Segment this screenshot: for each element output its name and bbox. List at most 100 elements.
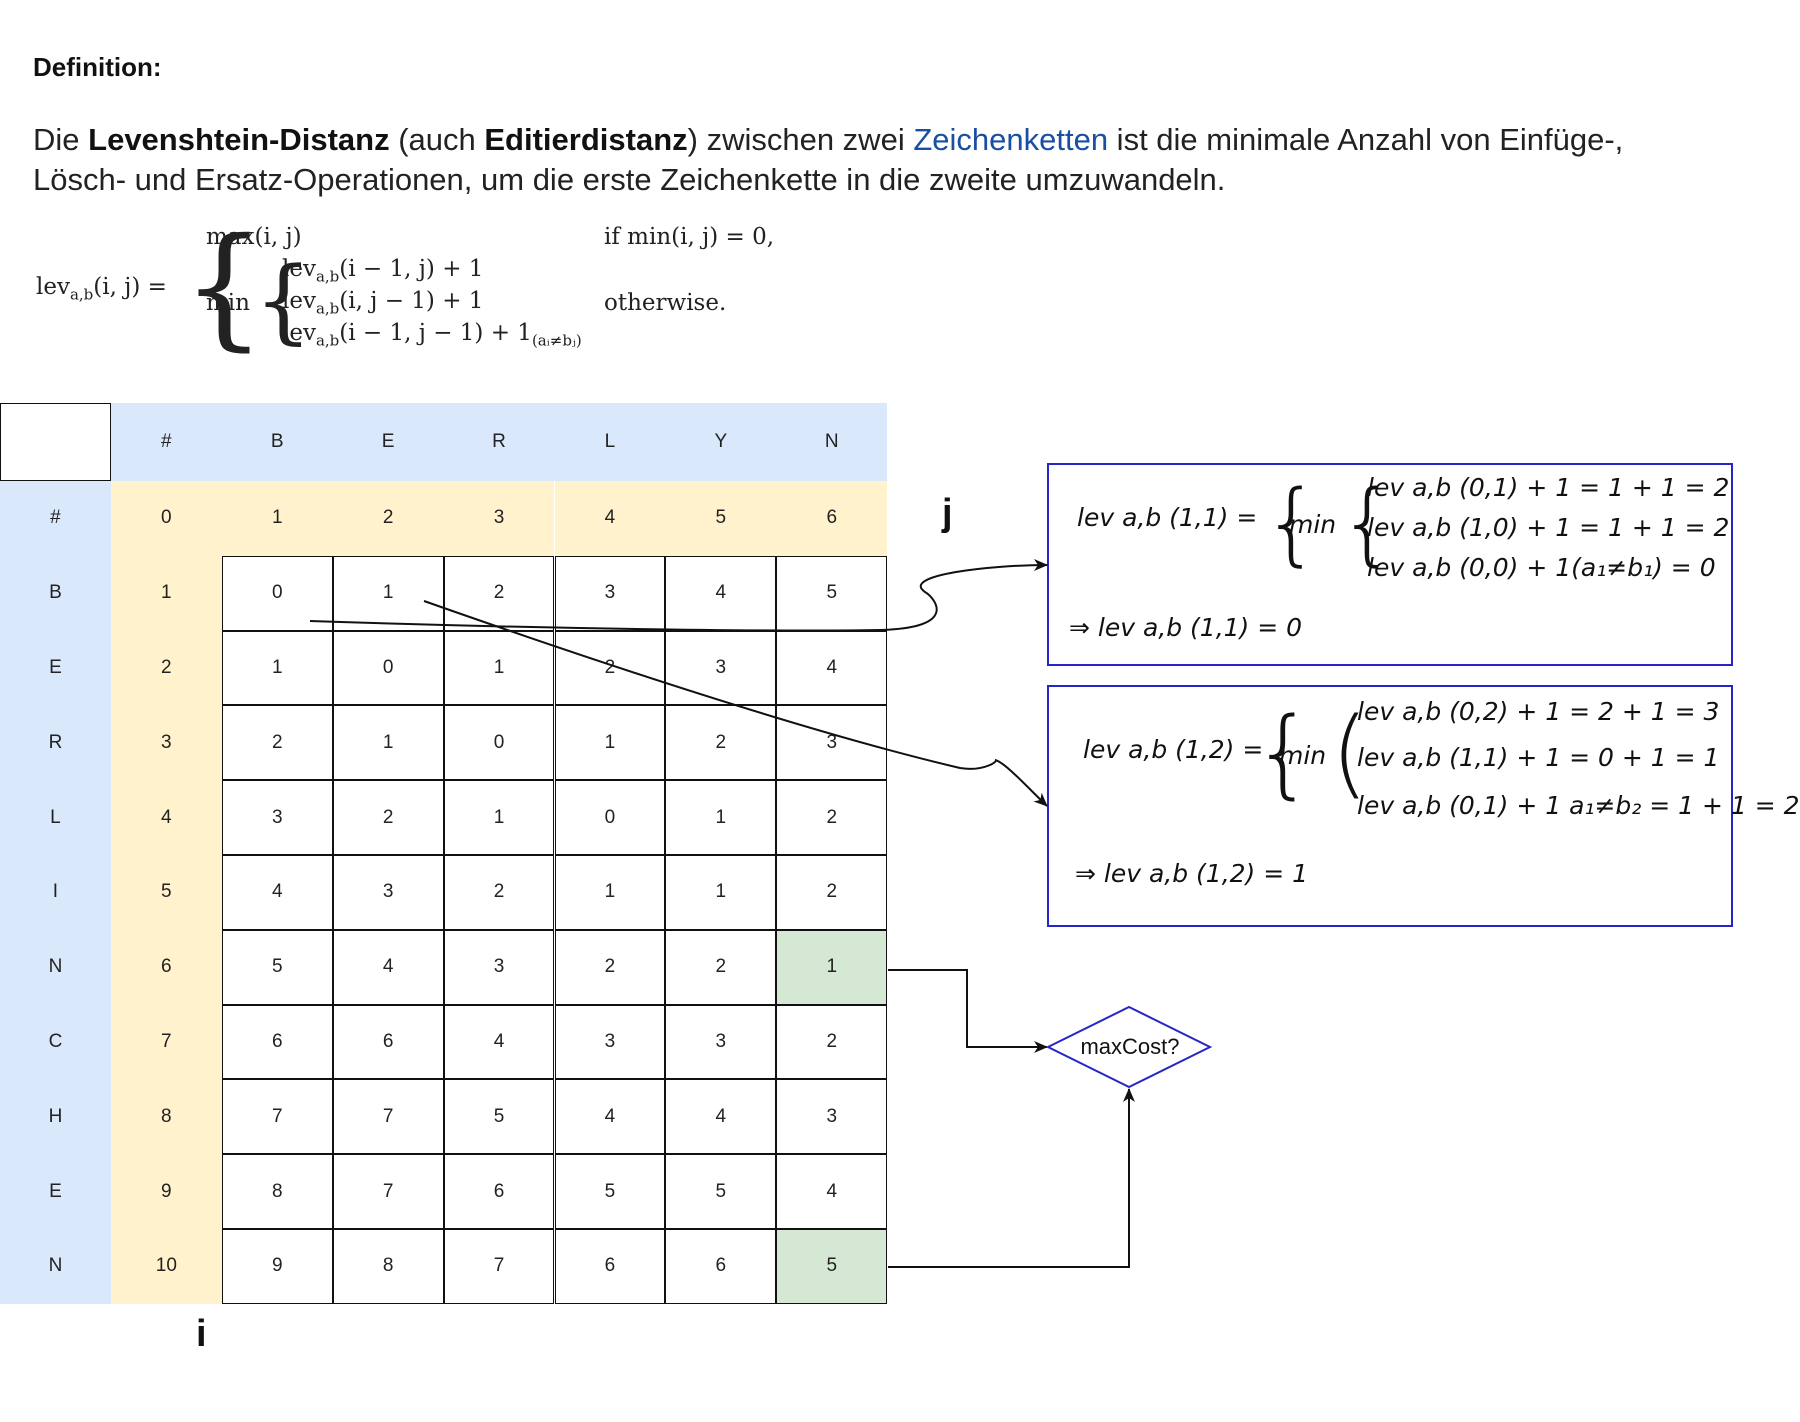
matrix-cell: 7 [332,1079,444,1155]
matrix-cell: 1 [665,780,777,855]
matrix-cell: 5 [554,1154,666,1229]
row-header: C [0,1004,111,1080]
matrix-cell: 9 [221,1229,333,1304]
matrix-corner-cell [0,403,111,481]
term-editierdistanz: Editierdistanz [484,122,688,157]
formula-case2-cond: otherwise. [604,290,727,316]
matrix-cell: 8 [332,1229,444,1304]
note2-line3: lev a,b (0,1) + 1 a₁≠b₂ = 1 + 1 = 2 [1357,791,1800,820]
column-header: Y [665,403,777,481]
column-header: B [221,403,333,481]
matrix-cell: 3 [776,1079,888,1155]
matrix-cell: 6 [443,1154,555,1229]
matrix-cell: 2 [776,780,888,855]
matrix-cell: 5 [665,1154,777,1229]
matrix-cell: 4 [332,929,444,1005]
base-cell: 5 [110,855,222,930]
levenshtein-formula: leva,b(i, j) = { max(i, j) if min(i, j) … [36,210,775,364]
note1-min: min [1289,510,1337,539]
matrix-cell: 4 [776,630,888,706]
matrix-cell: 2 [776,1004,888,1080]
note2-result: ⇒ lev a,b (1,2) = 1 [1075,859,1309,888]
column-header: E [332,403,444,481]
matrix-cell: 1 [554,705,666,781]
formula-lhs: lev [36,274,70,300]
base-cell: 4 [554,481,666,556]
maxcost-decision-diamond [1045,1005,1213,1089]
row-header: E [0,630,111,706]
row-header: L [0,780,111,855]
base-cell: 7 [110,1004,222,1080]
row-header: I [0,855,111,930]
base-cell: 3 [110,705,222,781]
matrix-cell: 3 [554,1004,666,1080]
formula-lhs-sub: a,b [69,285,94,304]
matrix-cell: 2 [221,705,333,781]
matrix-cell: 1 [332,555,444,631]
matrix-cell: 1 [776,929,888,1005]
matrix-cell: 0 [221,555,333,631]
term-levenshtein: Levenshtein-Distanz [88,122,390,157]
matrix-cell: 8 [221,1154,333,1229]
base-cell: 2 [332,481,444,556]
note1-line1: lev a,b (0,1) + 1 = 1 + 1 = 2 [1367,473,1730,502]
matrix-cell: 4 [665,555,777,631]
matrix-cell: 3 [776,705,888,781]
matrix-cell: 4 [443,1004,555,1080]
row-header: R [0,705,111,781]
note1-result: ⇒ lev a,b (1,1) = 0 [1069,613,1303,642]
note2-min: min [1279,741,1327,770]
matrix-cell: 3 [221,780,333,855]
matrix-cell: 0 [554,780,666,855]
note1-outer-brace: { [1263,471,1321,576]
matrix-cell: 5 [443,1079,555,1155]
matrix-cell: 2 [443,855,555,930]
base-cell: 0 [110,481,222,556]
row-header: B [0,555,111,631]
note1-line3: lev a,b (0,0) + 1(a₁≠b₁) = 0 [1367,553,1716,582]
matrix-cell: 5 [221,929,333,1005]
matrix-cell: 0 [332,630,444,706]
matrix-cell: 3 [332,855,444,930]
matrix-cell: 1 [665,855,777,930]
note1-line2: lev a,b (1,0) + 1 = 1 + 1 = 2 [1367,513,1730,542]
matrix-cell: 1 [443,630,555,706]
matrix-cell: 2 [665,705,777,781]
formula-term-c-sub: (aᵢ≠bⱼ) [531,331,582,350]
matrix-cell: 7 [221,1079,333,1155]
matrix-cell: 0 [443,705,555,781]
note2-line1: lev a,b (0,2) + 1 = 2 + 1 = 3 [1357,697,1720,726]
matrix-cell: 1 [332,705,444,781]
arrow-final-to-maxcost [888,1088,1135,1268]
base-cell: 3 [443,481,555,556]
base-cell: 1 [221,481,333,556]
base-cell: 6 [776,481,888,556]
row-header: E [0,1154,111,1229]
zeichenketten-link[interactable]: Zeichenketten [913,122,1109,157]
base-cell: 8 [110,1079,222,1155]
matrix-cell: 4 [554,1079,666,1155]
definition-text-part: (auch [389,122,485,157]
matrix-cell: 1 [554,855,666,930]
note-lev-1-1: lev a,b (1,1) = { min { lev a,b (0,1) + … [1047,463,1733,666]
note1-inner-brace: { [1339,471,1397,576]
formula-term-a: (i − 1, j) + 1 [339,256,484,282]
definition-heading: Definition: [33,52,162,82]
matrix-cell: 5 [776,1229,888,1304]
matrix-cell: 6 [332,1004,444,1080]
note2-inner-brace: ( [1331,697,1369,809]
matrix-cell: 1 [221,630,333,706]
matrix-cell: 7 [332,1154,444,1229]
formula-term-c: (i − 1, j − 1) + 1 [339,320,532,346]
matrix-cell: 6 [221,1004,333,1080]
column-header: R [443,403,555,481]
definition-text-part: ) zwischen zwei [687,122,914,157]
matrix-cell: 7 [443,1229,555,1304]
matrix-cell: 6 [665,1229,777,1304]
note-lev-1-2: lev a,b (1,2) = { min ( lev a,b (0,2) + … [1047,685,1800,927]
formula-case1: max(i, j) [206,224,302,250]
matrix-cell: 3 [554,555,666,631]
matrix-cell: 2 [554,630,666,706]
matrix-cell: 2 [332,780,444,855]
